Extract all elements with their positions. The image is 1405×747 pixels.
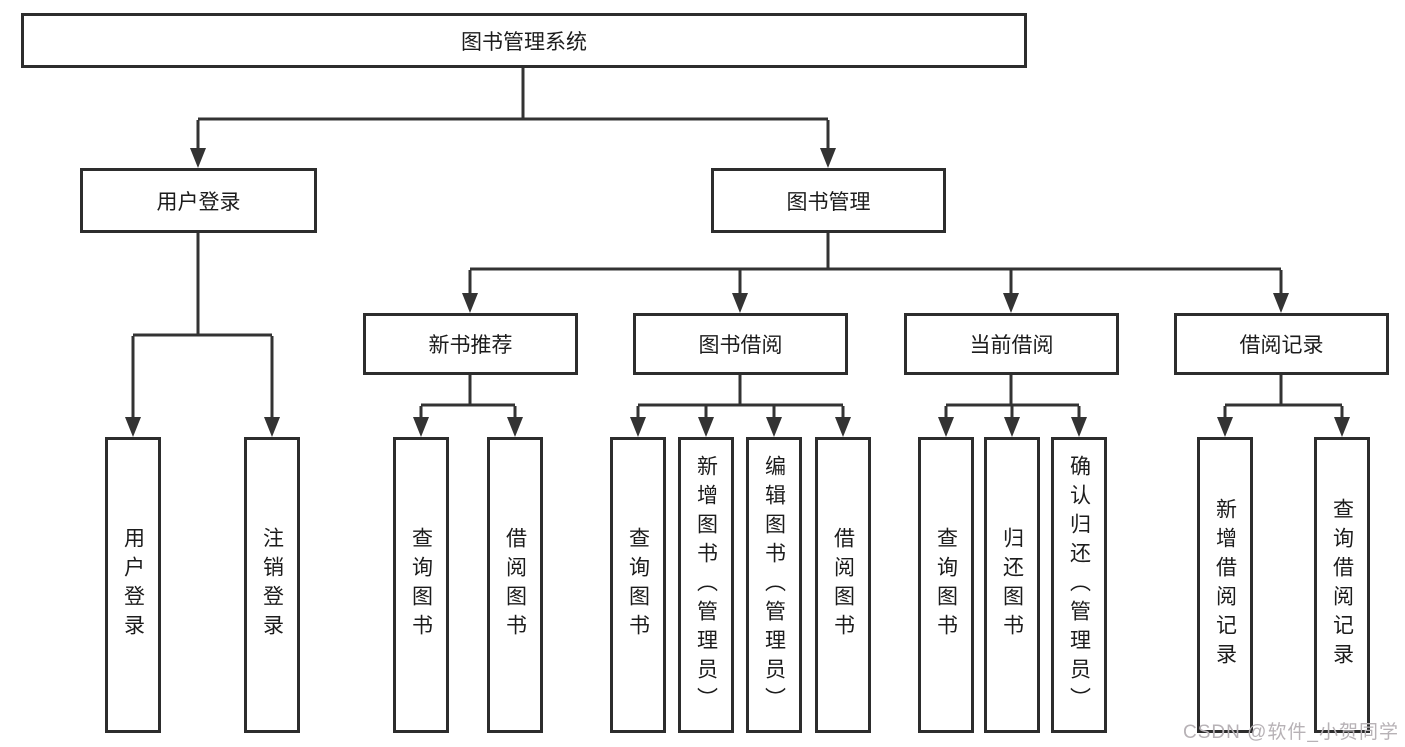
node-root-label: 图书管理系统 (461, 30, 587, 54)
leaf-cb-query-books-label: 查询图书 (934, 527, 958, 643)
node-new-book-recommend: 新书推荐 (363, 313, 578, 375)
leaf-nb-query-books-label: 查询图书 (409, 527, 433, 643)
leaf-cb-return-books-label: 归还图书 (1000, 527, 1024, 643)
leaf-cb-return-books: 归还图书 (984, 437, 1040, 733)
leaf-bb-edit-books-admin: 编辑图书（管理员） (746, 437, 802, 733)
leaf-bb-query-books: 查询图书 (610, 437, 666, 733)
node-new-book-recommend-label: 新书推荐 (428, 334, 513, 357)
leaf-user-login-label: 用户登录 (121, 527, 145, 643)
leaf-bb-edit-books-admin-label: 编辑图书（管理员） (762, 454, 786, 716)
leaf-br-add-record: 新增借阅记录 (1197, 437, 1253, 733)
node-current-borrow: 当前借阅 (904, 313, 1119, 375)
node-root: 图书管理系统 (21, 13, 1027, 68)
leaf-cb-confirm-return-admin: 确认归还（管理员） (1051, 437, 1107, 733)
node-book-management: 图书管理 (711, 168, 946, 233)
node-borrow-records-label: 借阅记录 (1239, 334, 1324, 357)
leaf-br-query-record-label: 查询借阅记录 (1330, 498, 1354, 672)
leaf-bb-borrow-books-label: 借阅图书 (831, 527, 855, 643)
leaf-bb-borrow-books: 借阅图书 (815, 437, 871, 733)
leaf-bb-query-books-label: 查询图书 (626, 527, 650, 643)
leaf-logout-login-label: 注销登录 (260, 527, 284, 643)
node-book-borrow: 图书借阅 (633, 313, 848, 375)
node-borrow-records: 借阅记录 (1174, 313, 1389, 375)
leaf-nb-query-books: 查询图书 (393, 437, 449, 733)
leaf-logout-login: 注销登录 (244, 437, 300, 733)
node-book-borrow-label: 图书借阅 (698, 334, 783, 357)
leaf-cb-query-books: 查询图书 (918, 437, 974, 733)
leaf-br-query-record: 查询借阅记录 (1314, 437, 1370, 733)
node-user-login: 用户登录 (80, 168, 317, 233)
node-user-login-label: 用户登录 (156, 190, 241, 214)
leaf-bb-add-books-admin-label: 新增图书（管理员） (694, 454, 718, 716)
leaf-bb-add-books-admin: 新增图书（管理员） (678, 437, 734, 733)
csdn-watermark: CSDN @软件_小贺同学 (1183, 722, 1399, 743)
leaf-user-login: 用户登录 (105, 437, 161, 733)
leaf-cb-confirm-return-admin-label: 确认归还（管理员） (1067, 454, 1091, 716)
leaf-nb-borrow-books: 借阅图书 (487, 437, 543, 733)
node-book-management-label: 图书管理 (786, 190, 871, 214)
leaf-br-add-record-label: 新增借阅记录 (1213, 498, 1237, 672)
leaf-nb-borrow-books-label: 借阅图书 (503, 527, 527, 643)
node-current-borrow-label: 当前借阅 (969, 334, 1054, 357)
